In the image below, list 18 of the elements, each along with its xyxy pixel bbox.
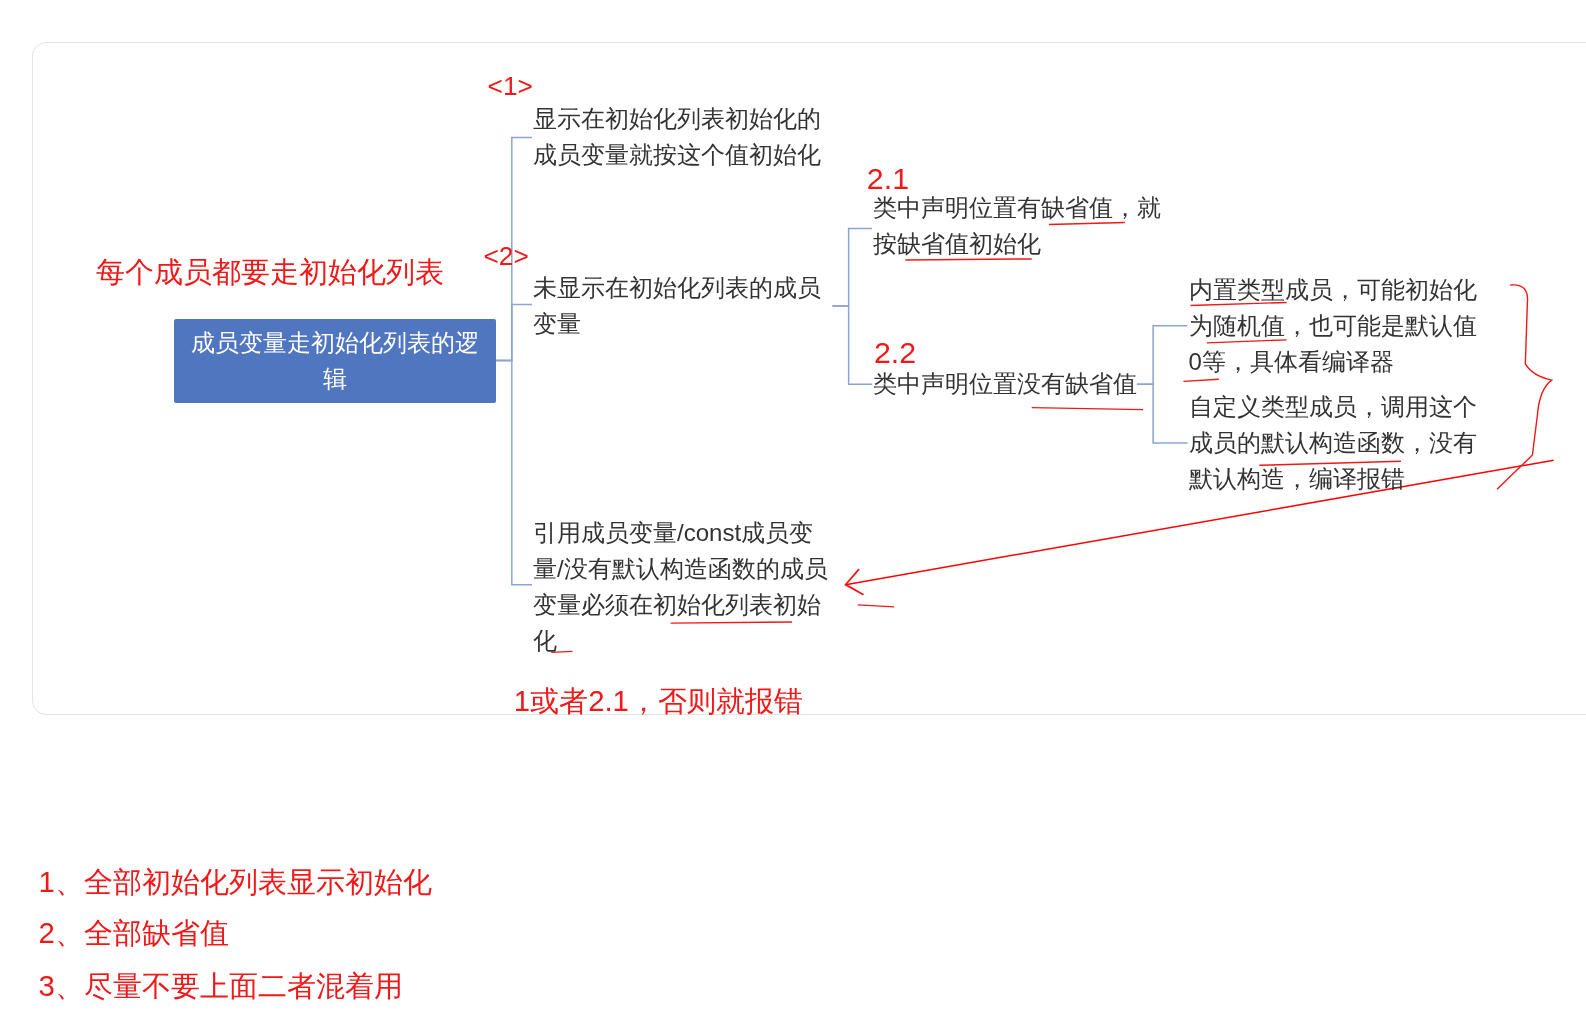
annotation-text: 1或者2.1，否则就报错 (513, 682, 803, 719)
connector-line (1136, 383, 1189, 444)
arrow (844, 459, 1555, 596)
annotation-text: 每个成员都要走初始化列表 (96, 253, 445, 290)
note-text: 1、全部初始化列表显示初始化 (38, 863, 432, 900)
connector-line (494, 359, 533, 586)
topic-text: 内置类型成员，可能初始化为随机值，也可能是默认值0等，具体看编译器 (1188, 272, 1488, 381)
topic-text: 显示在初始化列表初始化的成员变量就按这个值初始化 (533, 101, 833, 174)
root-topic-box: 成员变量走初始化列表的逻辑 (173, 318, 496, 403)
note-text: 2、全部缺省值 (38, 915, 229, 952)
connector-line (831, 305, 873, 386)
curly-brace (1495, 281, 1554, 492)
topic-text: 未显示在初始化列表的成员变量 (533, 270, 833, 343)
note-text: 3、尽量不要上面二者混着用 (38, 968, 403, 1004)
annotation-text: <2> (483, 240, 529, 272)
annotation-text: <1> (487, 70, 533, 102)
topic-text: 自定义类型成员，调用这个成员的默认构造函数，没有默认构造，编译报错 (1188, 389, 1488, 498)
topic-text: 引用成员变量/const成员变量/没有默认构造函数的成员变量必须在初始化列表初始化 (533, 514, 842, 659)
